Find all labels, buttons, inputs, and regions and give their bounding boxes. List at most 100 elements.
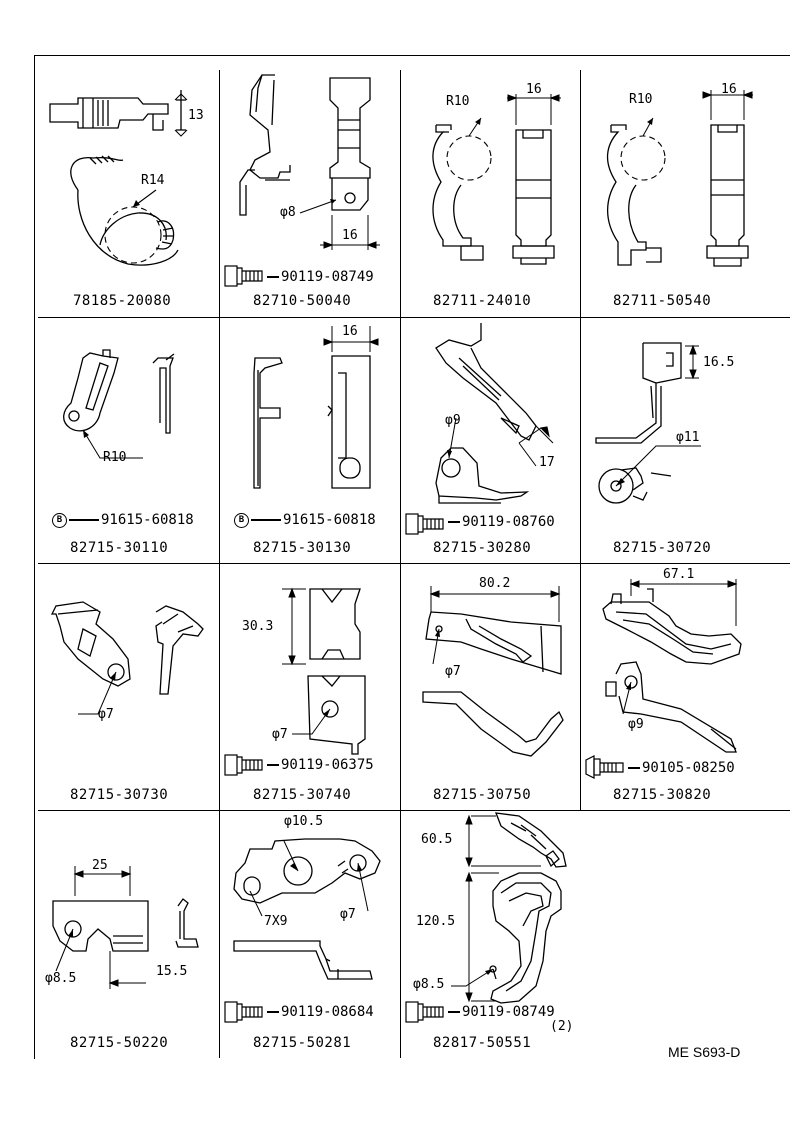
sheet-frame [34,55,790,1059]
dim-hole: φ9 [445,413,461,428]
bolt-ref: 90119-08684 [265,1004,374,1020]
clip-drawing [432,94,561,265]
dim-hole: φ11 [676,430,700,445]
cell-82715-50281: φ10.5 7X9 φ7 90119-08684 82715-50281 [220,811,400,1058]
bracket-drawing [224,587,366,776]
dim-radius: R10 [446,94,470,109]
dim-width: 16 [342,324,358,339]
cell-82715-30820: 67.1 φ9 90105-08250 82715-30820 [581,564,790,810]
bracket-drawing [253,326,379,489]
dim-hole: φ8.5 [413,977,445,992]
cell-82715-50220: 25 φ8.5 15.5 82715-50220 [38,811,219,1058]
part-number: 82715-30280 [433,540,532,556]
clip-drawing [606,90,753,267]
bolt-part-number: 90105-08250 [642,760,735,776]
bracket-drawing [224,74,380,287]
dim-radius: R14 [141,173,165,188]
cell-82715-30110: R10 B 91615-60818 82715-30110 [38,318,219,563]
dim-length: 67.1 [663,567,695,582]
bracket-drawing [585,579,742,779]
dim-hole: φ8.5 [45,971,77,986]
dim-upper-height: 60.5 [421,832,453,847]
cell-82715-30720: 16.5 φ11 82715-30720 [581,318,790,563]
bracket-drawing [595,342,701,504]
dim-radius: R10 [103,450,127,465]
clamp-drawing [49,90,188,266]
cell-82715-30730: φ7 82715-30730 [38,564,219,810]
dim-height: 16.5 [703,355,735,370]
part-number: 82715-30130 [253,540,352,556]
dim-hole: φ7 [272,727,288,742]
dim-offset: 15.5 [156,964,188,979]
grid-hline-3 [38,810,790,812]
dim-width: 16 [342,228,358,243]
part-number: 82715-30110 [70,540,169,556]
bolt-ref: 90119-08760 [446,514,555,530]
dim-hole: φ7 [98,707,114,722]
part-number: 82817-50551 [433,1035,532,1051]
dim-width: 25 [92,858,108,873]
bracket-drawing [63,349,175,459]
dim-hole: φ9 [628,717,644,732]
part-number: 82715-30750 [433,787,532,803]
bracket-drawing [224,838,381,1023]
bolt-ref: 90119-08749 [265,269,374,285]
dim-hole: φ8 [280,205,296,220]
part-number: 78185-20080 [73,293,172,309]
bolt-part-number: 90119-08760 [462,514,555,530]
part-number: 82715-50220 [70,1035,169,1051]
part-number: 82711-50540 [613,293,712,309]
grid-hline-1 [38,317,790,319]
bracket-drawing [405,812,567,1023]
part-number: 82710-50040 [253,293,352,309]
part-number: 82711-24010 [433,293,532,309]
dim-length: 80.2 [479,576,511,591]
dim-slot: 7X9 [264,914,288,929]
fastener-part-number: 91615-60818 [101,512,194,528]
bracket-drawing [52,866,199,989]
part-number: 82715-50281 [253,1035,352,1051]
b-badge-icon: B [234,512,249,528]
dim-length: 17 [539,455,555,470]
dim-hole: φ7 [445,664,461,679]
dim-radius: R10 [629,92,653,107]
cell-82715-30740: 30.3 φ7 90119-06375 82715-30740 [220,564,400,810]
bolt-ref: 90105-08250 [626,760,735,776]
dim-width: 16 [526,82,542,97]
cell-82711-50540: R10 16 82711-50540 [581,70,790,317]
bracket-drawing [422,586,564,757]
grid-vline-3 [580,70,582,810]
bolt-ref: 90119-06375 [265,757,374,773]
cell-82715-30130: 16 B 91615-60818 82715-30130 [220,318,400,563]
bracket-drawing [405,323,554,535]
dim-lower-height: 120.5 [416,914,456,929]
dim-hole-small: φ7 [340,907,356,922]
bolt-quantity: (2) [550,1019,574,1034]
bolt-ref: 90119-08749 [446,1004,555,1020]
part-number: 82715-30730 [70,787,169,803]
grid-hline-2 [38,563,790,565]
bolt-part-number: 90119-08749 [281,269,374,285]
part-number: 82715-30820 [613,787,712,803]
part-number: 82715-30740 [253,787,352,803]
cell-82715-30280: φ9 17 90119-08760 82715-30280 [401,318,580,563]
cell-78185-20080: 13 R14 78185-20080 [38,70,219,317]
dim-hole-large: φ10.5 [284,814,324,829]
cell-82711-24010: R10 16 82711-24010 [401,70,580,317]
cell-82715-30750: 80.2 φ7 82715-30750 [401,564,580,810]
diagram-code: ME S693-D [668,1044,741,1060]
fastener-part-number: 91615-60818 [283,512,376,528]
dim-height: 13 [188,108,204,123]
bracket-drawing [50,601,204,715]
bolt-part-number: 90119-06375 [281,757,374,773]
fastener-ref: B 91615-60818 [234,512,376,528]
bolt-part-number: 90119-08749 [462,1004,555,1020]
frame-corner-tick [34,55,36,69]
fastener-ref: B 91615-60818 [52,512,194,528]
part-number: 82715-30720 [613,540,712,556]
cell-82710-50040: φ8 16 90119-08749 82710-50040 [220,70,400,317]
dim-height: 30.3 [242,619,274,634]
b-badge-icon: B [52,512,67,528]
cell-82817-50551: 60.5 120.5 φ8.5 90119-08749 (2) 82817-50… [401,811,580,1058]
